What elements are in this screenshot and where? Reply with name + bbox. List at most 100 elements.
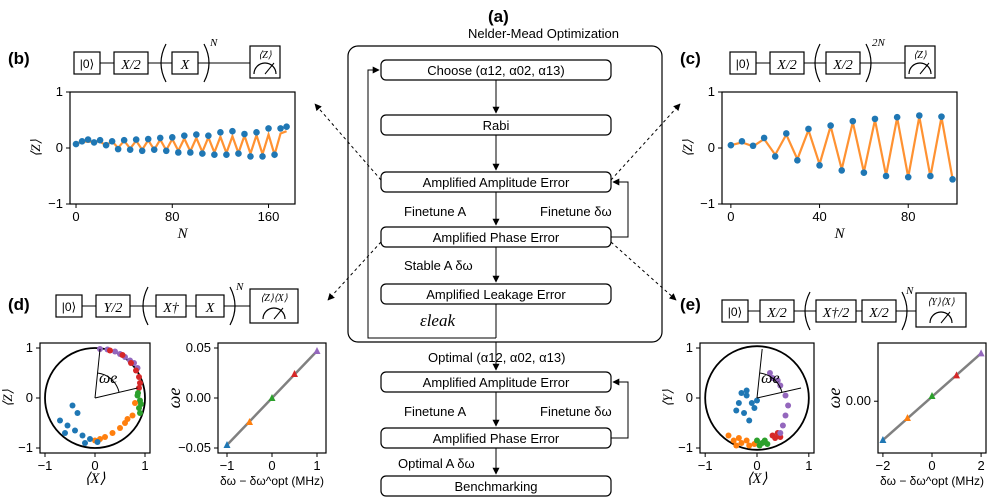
circuit-b-meas-box xyxy=(249,45,281,79)
circuit-e-gate1 xyxy=(759,299,795,323)
chart-c-xlabel: N xyxy=(833,226,845,242)
chart-d-bloch-point xyxy=(132,400,138,406)
chart-c-point xyxy=(871,115,879,123)
chart-e-bloch-angle-arc xyxy=(759,372,783,393)
chart-b-point xyxy=(223,151,230,159)
circuit-c-needle-icon xyxy=(919,62,930,75)
chart-b-point xyxy=(253,129,260,136)
chart-d-bloch-ytick-label: 0 xyxy=(26,390,33,405)
flowchart: Nelder-Mead Optimization Choose (α12, α0… xyxy=(314,26,681,497)
chart-b-point xyxy=(181,132,188,139)
chart-b-point xyxy=(144,135,152,143)
chart-e-bloch-point xyxy=(738,440,745,446)
chart-e-bloch-angle-label: ωe xyxy=(761,370,779,387)
chart-e-linear-xtick-label: 2 xyxy=(977,458,984,473)
chart-e-linear-xtick-label: −2 xyxy=(875,458,890,473)
chart-e-linear-point xyxy=(903,414,911,422)
panel-label-e: (e) xyxy=(680,295,701,314)
dash-link-e xyxy=(610,241,677,301)
chart-e-linear-xlabel: δω − δω^opt (MHz) xyxy=(880,474,984,488)
chart-e-bloch-point xyxy=(782,392,789,399)
chart-e-linear-point xyxy=(953,371,961,379)
benchmarking-box xyxy=(380,475,612,497)
chart-d-bloch-xlabel: ⟨X⟩ xyxy=(85,471,106,487)
chart-c-point xyxy=(949,176,956,183)
chart-d-linear-point xyxy=(223,441,231,448)
chart-d-bloch-point xyxy=(137,410,143,416)
chart-b-ytick-label: −1 xyxy=(48,196,63,211)
chart-e-bloch-point xyxy=(743,387,750,394)
circuit-e-gate3-label: X/2 xyxy=(868,306,888,321)
circuit-d-gate1 xyxy=(95,294,131,318)
chart-e-bloch-ytick-label: 0 xyxy=(686,390,693,405)
chart-d-bloch-point xyxy=(129,412,136,419)
chart-e-bloch-point xyxy=(766,370,773,376)
chart-e-bloch-point xyxy=(772,435,779,441)
chart-d-bloch-point xyxy=(87,436,93,442)
circuit-b-gate1 xyxy=(113,51,149,75)
loop-eps-choose xyxy=(367,66,496,339)
chart-d-bloch-point xyxy=(112,348,118,355)
chart-b-point xyxy=(96,136,104,144)
circuit-c-lparen xyxy=(814,43,821,83)
chart-e-bloch-point xyxy=(756,442,763,449)
circuit-c-meter-icon xyxy=(908,62,932,75)
circuit-e-meas: ⟨Y⟩⟨X⟩ xyxy=(927,297,954,308)
circuit-c: |0⟩ X/2 X/2 2N ⟨Z⟩ xyxy=(729,37,936,83)
chart-d-linear-point xyxy=(268,394,276,401)
circuit-e-ket-box xyxy=(721,299,749,323)
chart-e-bloch-point xyxy=(733,442,740,449)
chart-c-point xyxy=(860,169,868,176)
chart-d-bloch-point xyxy=(79,432,86,439)
chart-c-point xyxy=(771,153,779,160)
circuit-e-meter-icon xyxy=(929,311,953,324)
circuit-b: |0⟩ X/2 X N ⟨Z⟩ xyxy=(73,37,281,83)
chart-b-xtick-label: 160 xyxy=(258,209,280,224)
circuit-d-ket: |0⟩ xyxy=(62,300,76,314)
chart-b-point xyxy=(229,127,236,135)
chart-b-xtick-label: 0 xyxy=(72,209,79,224)
chart-b-xlabel: N xyxy=(176,226,188,242)
chart-b-point xyxy=(78,137,86,145)
chart-d-linear-xtick-label: −1 xyxy=(220,458,235,473)
circuit-d-needle-icon xyxy=(273,307,284,320)
chart-d-linear-ytick-label: −0.05 xyxy=(178,440,211,455)
chart-d-linear-point xyxy=(291,370,298,377)
circuit-d-gate2 xyxy=(155,294,187,318)
chart-e-bloch-point xyxy=(733,407,740,414)
circuit-c-ket: |0⟩ xyxy=(736,57,750,71)
chart-c-point xyxy=(738,137,746,145)
chart-b-point xyxy=(102,141,110,149)
chart-d-bloch-point xyxy=(107,347,113,354)
chart-b-point xyxy=(120,136,128,144)
chart-b-point xyxy=(283,123,290,131)
chart-c-frame xyxy=(721,91,958,205)
chart-e-bloch-point xyxy=(779,422,786,429)
chart-b-point xyxy=(174,149,182,156)
chart-b-point xyxy=(114,145,122,153)
finetune-a2-label: Finetune A xyxy=(404,404,466,419)
chart-e-linear-xtick-label: 0 xyxy=(928,458,935,473)
chart-e-linear-ylabel: ωe xyxy=(824,388,844,409)
circuit-b-meas: ⟨Z⟩ xyxy=(258,50,271,61)
circuit-c-meas-box xyxy=(904,45,936,79)
chart-c-point xyxy=(794,157,801,164)
circuit-b-power: N xyxy=(209,37,218,49)
benchmarking-label: Benchmarking xyxy=(454,479,537,494)
chart-c-point xyxy=(927,172,934,180)
chart-e-bloch-point xyxy=(764,441,771,447)
chart-e-bloch-point xyxy=(754,437,760,444)
chart-d-linear-ylabel: ωe xyxy=(164,388,184,409)
chart-e-bloch-point xyxy=(777,382,784,389)
chart-e-bloch-ylabel: ⟨Y⟩ xyxy=(660,389,675,406)
circuit-c-rparen xyxy=(865,43,872,83)
chart-e-bloch-ytick-label: 1 xyxy=(686,340,693,355)
chart-d-linear-point xyxy=(313,347,321,354)
chart-d-linear-xtick-label: 0 xyxy=(268,458,275,473)
chart-c-point xyxy=(849,117,857,125)
chart-e-bloch-point xyxy=(746,417,753,424)
chart-d-bloch-point xyxy=(62,430,68,436)
chart-d-bloch-bloch-circle xyxy=(44,347,146,449)
